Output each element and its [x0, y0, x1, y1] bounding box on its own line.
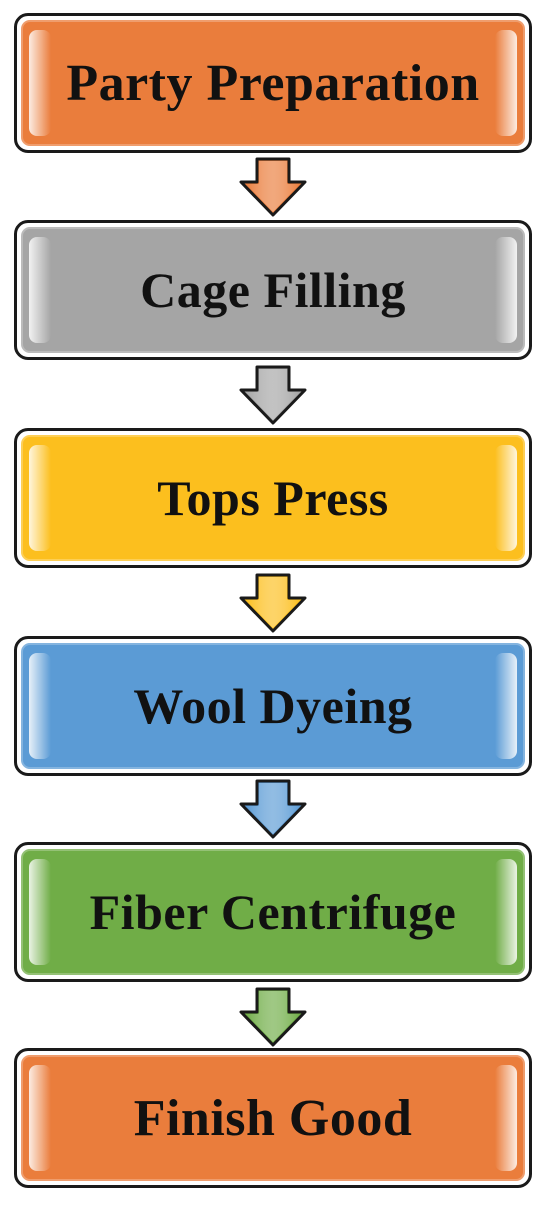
step-fill [21, 849, 525, 975]
step-label: Cage Filling [140, 262, 406, 318]
down-arrow-icon [237, 156, 309, 218]
step-label: Fiber Centrifuge [89, 884, 457, 940]
step-fill [21, 643, 525, 769]
step-fill [21, 227, 525, 353]
step-wool-dyeing: Wool Dyeing [14, 636, 532, 776]
down-arrow-icon [237, 986, 309, 1048]
step-label: Finish Good [133, 1089, 413, 1147]
step-fill [21, 1055, 525, 1181]
step-party-preparation: Party Preparation [14, 13, 532, 153]
down-arrow-icon [237, 572, 309, 634]
step-finish-good: Finish Good [14, 1048, 532, 1188]
step-fill [21, 435, 525, 561]
step-label: Wool Dyeing [133, 678, 413, 734]
step-label: Party Preparation [66, 54, 480, 112]
down-arrow-icon [237, 364, 309, 426]
step-fiber-centrifuge: Fiber Centrifuge [14, 842, 532, 982]
step-fill [21, 20, 525, 146]
step-tops-press: Tops Press [14, 428, 532, 568]
step-label: Tops Press [157, 470, 389, 526]
down-arrow-icon [237, 778, 309, 840]
step-cage-filling: Cage Filling [14, 220, 532, 360]
